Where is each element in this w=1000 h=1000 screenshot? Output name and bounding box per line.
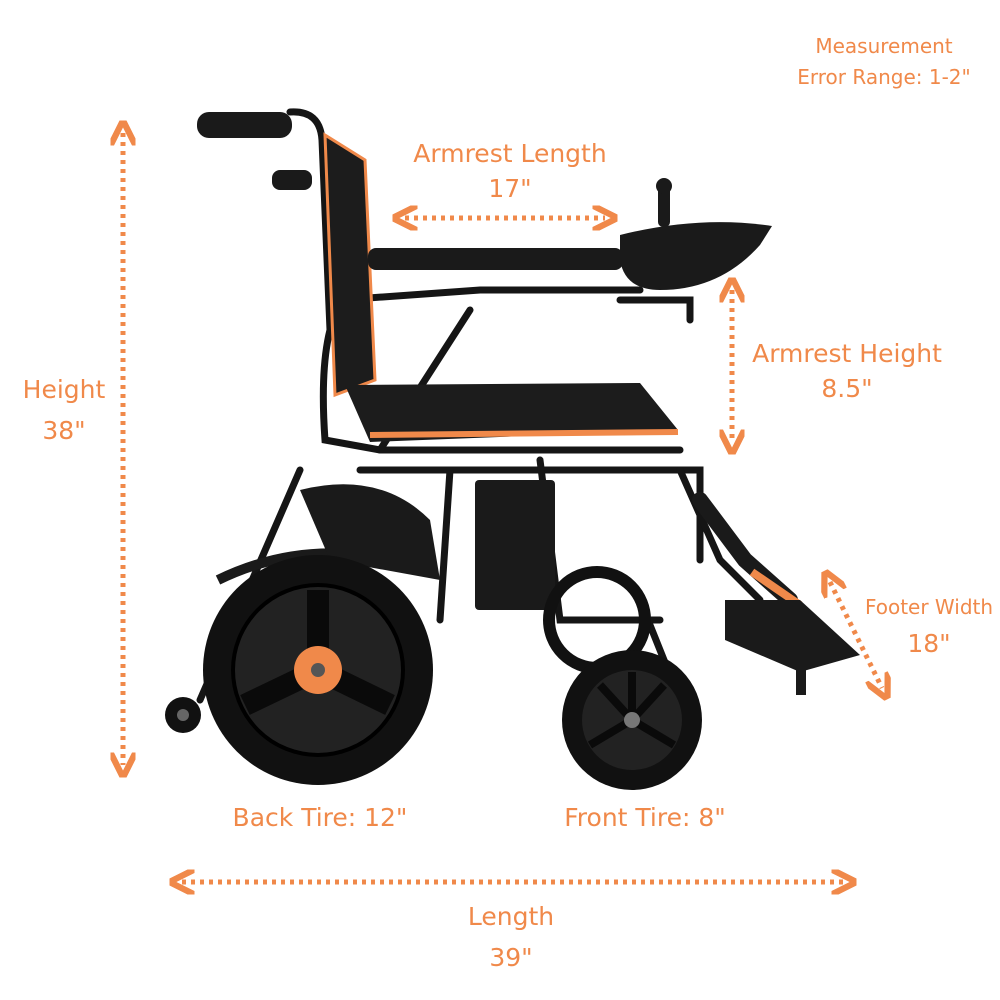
- seat-cushion: [345, 383, 678, 442]
- height-value: 38": [42, 416, 86, 445]
- footer-width-value: 18": [907, 629, 951, 658]
- push-handle: [197, 112, 292, 138]
- length-value: 39": [489, 943, 533, 972]
- dimension-arrows: [123, 133, 882, 882]
- battery: [475, 480, 555, 610]
- back-wheel: [203, 555, 433, 785]
- front-wheel: [543, 566, 702, 790]
- armrest-length-value: 17": [488, 174, 532, 203]
- footer-width-label: Footer Width: [864, 595, 994, 619]
- footplate: [725, 600, 860, 672]
- joystick-controller: [620, 222, 772, 290]
- armrest-height-label: Armrest Height: [752, 339, 942, 368]
- backrest: [323, 132, 377, 398]
- back-tire-label: Back Tire: 12": [232, 803, 408, 832]
- length-label: Length: [467, 902, 555, 931]
- footer-width-arrow: [830, 582, 882, 688]
- armrest: [368, 248, 623, 270]
- armrest-length-label: Armrest Length: [413, 139, 607, 168]
- push-handle-lower: [272, 170, 312, 190]
- measurement-note-line2: Error Range: 1-2": [797, 65, 971, 89]
- measurement-note-line1: Measurement: [815, 34, 953, 58]
- anti-tip-wheel: [165, 697, 201, 733]
- armrest-height-value: 8.5": [821, 374, 873, 403]
- height-label: Height: [22, 375, 106, 404]
- front-tire-label: Front Tire: 8": [564, 803, 726, 832]
